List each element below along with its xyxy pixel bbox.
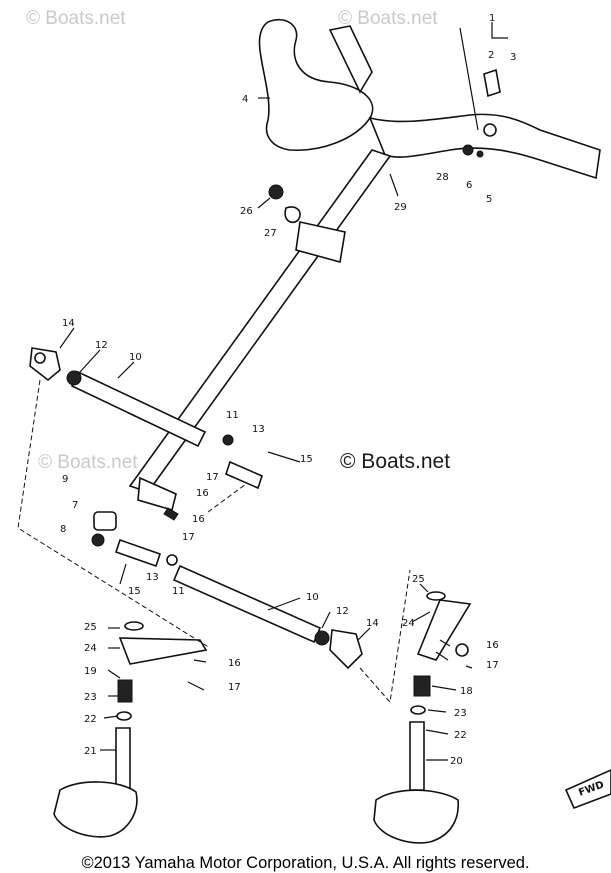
pitman-arm-cluster xyxy=(91,434,301,585)
right-spindle xyxy=(373,591,472,844)
callout-6: 6 xyxy=(466,180,472,191)
callout-27: 27 xyxy=(264,228,277,239)
callout-19: 19 xyxy=(84,666,97,677)
callout-5: 5 xyxy=(486,194,492,205)
callout-12-right: 12 xyxy=(336,606,349,617)
callout-4: 4 xyxy=(242,94,248,105)
callout-22-right: 22 xyxy=(454,730,467,741)
callout-28: 28 xyxy=(436,172,449,183)
callout-7: 7 xyxy=(72,500,78,511)
callout-labels: 1 2 3 4 5 6 28 29 26 27 14 12 10 11 13 1… xyxy=(60,13,516,767)
callout-29: 29 xyxy=(394,202,407,213)
callout-24-left: 24 xyxy=(84,643,97,654)
lower-tie-rod xyxy=(172,564,363,670)
callout-17-d: 17 xyxy=(486,660,499,671)
callout-11-upper: 11 xyxy=(226,410,239,421)
watermark-middle-right: © Boats.net xyxy=(340,450,451,473)
callout-11-lower: 11 xyxy=(172,586,185,597)
watermark-top-center: © Boats.net xyxy=(338,8,438,29)
callout-8: 8 xyxy=(60,524,66,535)
watermark-middle-left: © Boats.net xyxy=(38,452,138,473)
callout-23-right: 23 xyxy=(454,708,467,719)
callout-16-b: 16 xyxy=(192,514,205,525)
callout-10-lower: 10 xyxy=(306,592,319,603)
copyright-footer: ©2013 Yamaha Motor Corporation, U.S.A. A… xyxy=(81,854,530,872)
callout-25-right: 25 xyxy=(412,574,425,585)
callout-24-right: 24 xyxy=(402,618,415,629)
callout-26: 26 xyxy=(240,206,253,217)
callout-1: 1 xyxy=(489,13,495,24)
callout-10-upper: 10 xyxy=(129,352,142,363)
callout-3: 3 xyxy=(510,52,516,63)
callout-13-lower: 13 xyxy=(146,572,159,583)
leader-lines xyxy=(59,22,508,761)
upper-tie-rod xyxy=(29,347,207,448)
callout-21: 21 xyxy=(84,746,97,757)
handlebar xyxy=(258,18,601,180)
callout-16-a: 16 xyxy=(196,488,209,499)
callout-13-upper: 13 xyxy=(252,424,265,435)
callout-16-d: 16 xyxy=(486,640,499,651)
callout-17-a: 17 xyxy=(206,472,219,483)
callout-20: 20 xyxy=(450,756,463,767)
callout-17-b: 17 xyxy=(182,532,195,543)
callout-25-left: 25 xyxy=(84,622,97,633)
callout-14-left: 14 xyxy=(62,318,75,329)
callout-9: 9 xyxy=(62,474,68,485)
callout-23-left: 23 xyxy=(84,692,97,703)
callout-17-c: 17 xyxy=(228,682,241,693)
forward-direction-badge: FWD xyxy=(564,769,611,810)
left-spindle xyxy=(53,621,208,838)
callout-2: 2 xyxy=(488,50,494,61)
callout-12-left: 12 xyxy=(95,340,108,351)
callout-14-right: 14 xyxy=(366,618,379,629)
reference-lines xyxy=(17,379,411,704)
watermark-top-left: © Boats.net xyxy=(26,8,126,29)
callout-15-upper: 15 xyxy=(300,454,313,465)
callout-18: 18 xyxy=(460,686,473,697)
callout-22-left: 22 xyxy=(84,714,97,725)
callout-15-lower: 15 xyxy=(128,586,141,597)
callout-16-c: 16 xyxy=(228,658,241,669)
steering-column xyxy=(128,123,497,493)
